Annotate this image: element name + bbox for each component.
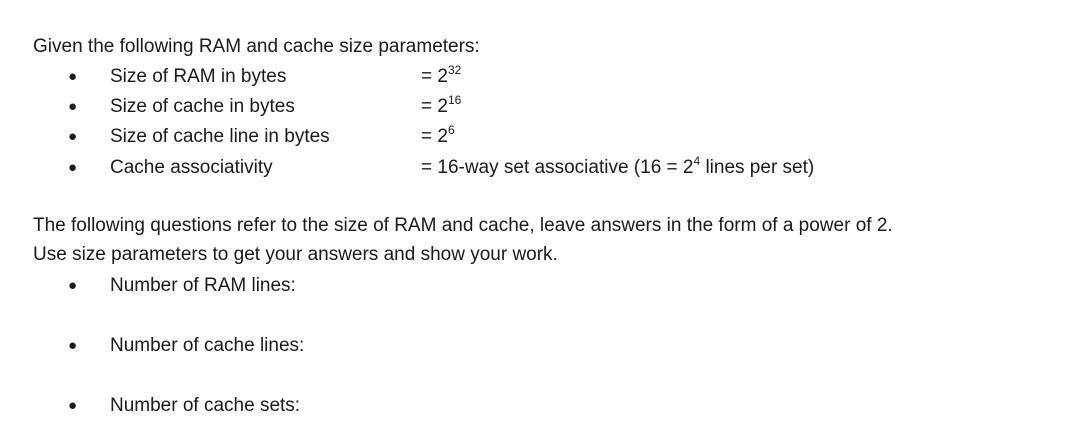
bullet-icon: ● xyxy=(68,159,78,176)
instruction-text: The following questions refer to the siz… xyxy=(33,215,893,236)
bullet-icon: ● xyxy=(68,397,78,414)
question-label: Number of RAM lines: xyxy=(110,275,296,296)
parameter-label: Size of cache in bytes xyxy=(110,96,295,117)
parameter-label: Size of cache line in bytes xyxy=(110,126,330,147)
intro-text: Given the following RAM and cache size p… xyxy=(33,36,480,57)
instruction-text: Use size parameters to get your answers … xyxy=(33,244,558,265)
bullet-icon: ● xyxy=(68,98,78,115)
question-label: Number of cache sets: xyxy=(110,395,301,416)
bullet-icon: ● xyxy=(68,68,78,85)
question-label: Number of cache lines: xyxy=(110,335,305,356)
parameter-value: = 232 xyxy=(421,62,462,87)
parameter-label: Size of RAM in bytes xyxy=(110,66,287,87)
bullet-icon: ● xyxy=(68,277,78,294)
parameter-label: Cache associativity xyxy=(110,157,273,178)
parameter-value: = 26 xyxy=(421,122,455,147)
parameter-value: = 16-way set associative (16 = 24 lines … xyxy=(421,153,815,178)
bullet-icon: ● xyxy=(68,128,78,145)
bullet-icon: ● xyxy=(68,337,78,354)
parameter-value: = 216 xyxy=(421,92,462,117)
